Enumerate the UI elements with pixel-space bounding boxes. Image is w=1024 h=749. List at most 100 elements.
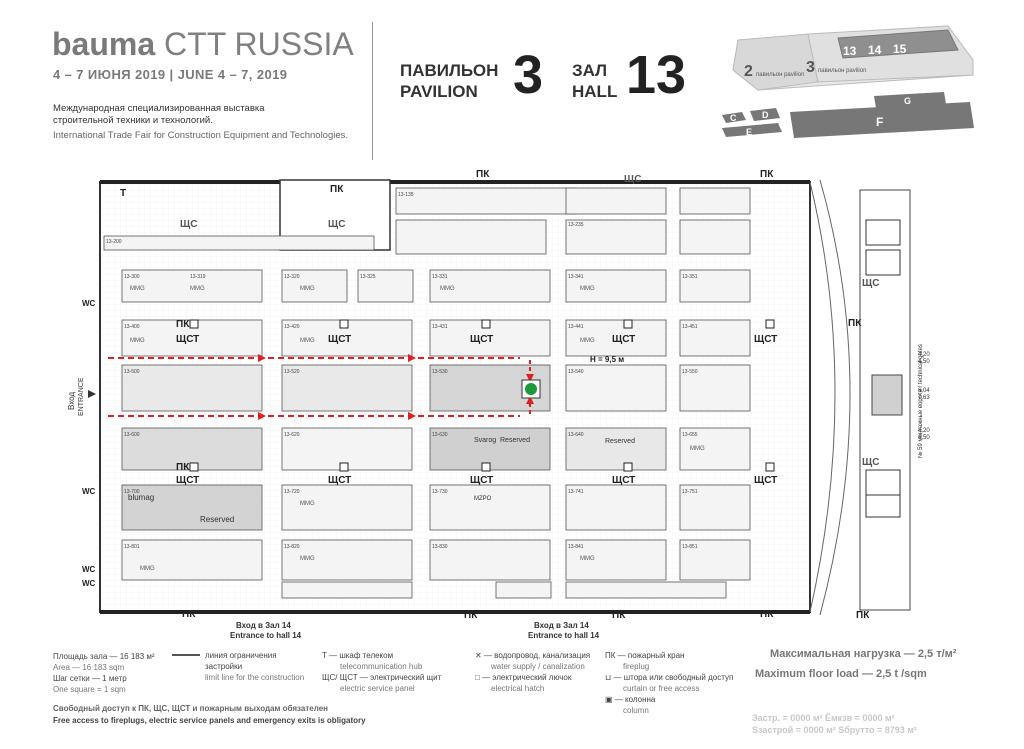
column-icon bbox=[189, 319, 199, 329]
stand[interactable] bbox=[679, 539, 751, 581]
stand-label: 13-451 bbox=[682, 324, 698, 330]
stand[interactable] bbox=[121, 269, 263, 303]
shst-label: ЩСТ bbox=[470, 334, 493, 345]
stand[interactable] bbox=[679, 319, 751, 357]
description-en: International Trade Fair for Constructio… bbox=[53, 130, 349, 141]
stand[interactable] bbox=[565, 187, 667, 215]
stand[interactable] bbox=[281, 269, 348, 303]
pavilion-label: ПАВИЛЬОН PAVILION bbox=[400, 60, 498, 102]
stand[interactable] bbox=[679, 269, 751, 303]
shst-label: ЩСТ bbox=[470, 475, 493, 486]
stand[interactable] bbox=[395, 219, 547, 255]
stand[interactable] bbox=[679, 427, 751, 471]
minimap-halls-highlight bbox=[837, 29, 959, 59]
minimap-zone-f-label: F bbox=[876, 115, 883, 129]
stand[interactable] bbox=[679, 364, 751, 412]
pk-label: ПК bbox=[848, 318, 862, 329]
legend-area: Площадь зала — 16 183 м² Area — 16 183 s… bbox=[53, 651, 155, 695]
entry-hall14-ru[interactable]: Вход в Зал 14 bbox=[534, 621, 589, 630]
legend-area-en: Area — 16 183 sqm bbox=[53, 663, 125, 672]
stand-label: 13-550 bbox=[682, 369, 698, 375]
legend-telecom-en: telecommunication hub bbox=[340, 662, 423, 671]
gates-note: № 59 монтажные ворота / technical gates bbox=[917, 344, 924, 458]
minimap-hall-15: 15 bbox=[893, 42, 907, 56]
column-icon bbox=[339, 319, 349, 329]
stand[interactable] bbox=[565, 539, 667, 581]
service-markers: ПК ПК ПК ПК ПК ПК ПК ПК ПК ПК ПК Т ЩС ЩС… bbox=[120, 169, 879, 621]
shs-label: ЩС bbox=[180, 219, 197, 230]
stand[interactable] bbox=[281, 539, 413, 581]
stand[interactable] bbox=[495, 581, 552, 599]
stand[interactable] bbox=[281, 581, 413, 599]
stand[interactable] bbox=[565, 364, 667, 412]
legend-area-ru: Площадь зала — 16 183 м² bbox=[53, 652, 155, 661]
shst-label: ЩСТ bbox=[612, 334, 635, 345]
minimap-pavilion-2[interactable] bbox=[732, 33, 819, 91]
stand[interactable] bbox=[565, 269, 667, 303]
shs-label: ЩС bbox=[862, 278, 879, 289]
stand[interactable] bbox=[565, 427, 667, 471]
minimap-zone-c[interactable] bbox=[722, 112, 746, 123]
pk-label: ПК bbox=[176, 462, 190, 473]
stand-label: 13-700 bbox=[124, 489, 140, 495]
stand[interactable] bbox=[121, 364, 263, 412]
stand[interactable] bbox=[121, 539, 263, 581]
shst-label: ЩСТ bbox=[176, 475, 199, 486]
brand-logo: bauma CTT RUSSIA bbox=[52, 26, 354, 63]
stand[interactable] bbox=[429, 539, 551, 581]
blumag-label: blumag bbox=[128, 493, 154, 502]
gates-note-text: № 59 монтажные ворота / technical gates bbox=[917, 344, 924, 458]
minimap-zone-d[interactable] bbox=[750, 108, 780, 121]
stand[interactable] bbox=[565, 219, 667, 255]
shst-label: ЩСТ bbox=[754, 475, 777, 486]
legend-column-ru: — колонна bbox=[614, 695, 656, 704]
minimap-zone-f[interactable] bbox=[790, 102, 974, 138]
stand[interactable] bbox=[357, 269, 414, 303]
curved-wall-2 bbox=[819, 179, 851, 616]
stand[interactable] bbox=[281, 484, 413, 531]
minimap-zone-g[interactable] bbox=[874, 92, 946, 108]
limit-line-icon bbox=[172, 654, 200, 656]
hall-label-ru: ЗАЛ bbox=[572, 61, 608, 80]
minimap-hall-13: 13 bbox=[843, 44, 857, 58]
stand[interactable] bbox=[679, 219, 751, 255]
area-summary-1: Застр. = 0000 м² Ёмкзв = 0000 м² bbox=[752, 713, 895, 723]
stand[interactable] bbox=[281, 364, 413, 412]
venue-minimap[interactable]: 13 14 15 2 павильон pavilion 3 павильон … bbox=[718, 20, 988, 150]
minimap-zone-c-label: C bbox=[730, 113, 737, 123]
entrance-arrow-icon bbox=[88, 390, 96, 398]
stand[interactable] bbox=[565, 484, 667, 531]
mmg-label: MMG bbox=[300, 338, 315, 344]
legend-column-en: column bbox=[623, 706, 649, 715]
stand[interactable] bbox=[565, 319, 667, 357]
mmg-label: MMG bbox=[130, 286, 145, 292]
stand-label: 13-300 bbox=[124, 274, 140, 280]
stand[interactable] bbox=[679, 484, 751, 531]
route-path bbox=[108, 354, 534, 420]
floor-plan[interactable]: 13-300 13-319 13-320 13-325 13-331 13-34… bbox=[0, 160, 1024, 640]
curved-wall bbox=[809, 181, 836, 613]
stand[interactable] bbox=[429, 484, 551, 531]
pk-label: ПК bbox=[760, 169, 774, 180]
legend-limit: линия ограничения застройки limit line f… bbox=[205, 650, 315, 683]
entry-hall14-en[interactable]: Entrance to hall 14 bbox=[528, 631, 600, 640]
target-marker-icon[interactable] bbox=[525, 383, 537, 395]
technical-gate[interactable] bbox=[871, 374, 903, 416]
minimap-zone-e[interactable] bbox=[722, 123, 782, 137]
water-icon: ✕ bbox=[475, 651, 482, 660]
stand[interactable] bbox=[565, 581, 727, 599]
entry-hall14-en[interactable]: Entrance to hall 14 bbox=[230, 631, 302, 640]
wc-label: WC bbox=[82, 299, 96, 308]
legend-telecom-ru: Т — шкаф телеком bbox=[322, 651, 394, 660]
legend-grid-ru: Шаг сетки — 1 метр bbox=[53, 674, 127, 683]
stand[interactable] bbox=[679, 187, 751, 215]
legend-curtain-ru: — штора или свободный доступ bbox=[613, 673, 734, 682]
stand[interactable] bbox=[429, 269, 551, 303]
stand[interactable] bbox=[103, 235, 375, 251]
hatch-icon: □ bbox=[475, 673, 480, 682]
stand[interactable] bbox=[395, 187, 577, 215]
stand[interactable] bbox=[121, 484, 263, 531]
stand-label: 13-851 bbox=[682, 544, 698, 550]
route-arrow-icon bbox=[526, 396, 534, 404]
entry-hall14-ru[interactable]: Вход в Зал 14 bbox=[236, 621, 291, 630]
